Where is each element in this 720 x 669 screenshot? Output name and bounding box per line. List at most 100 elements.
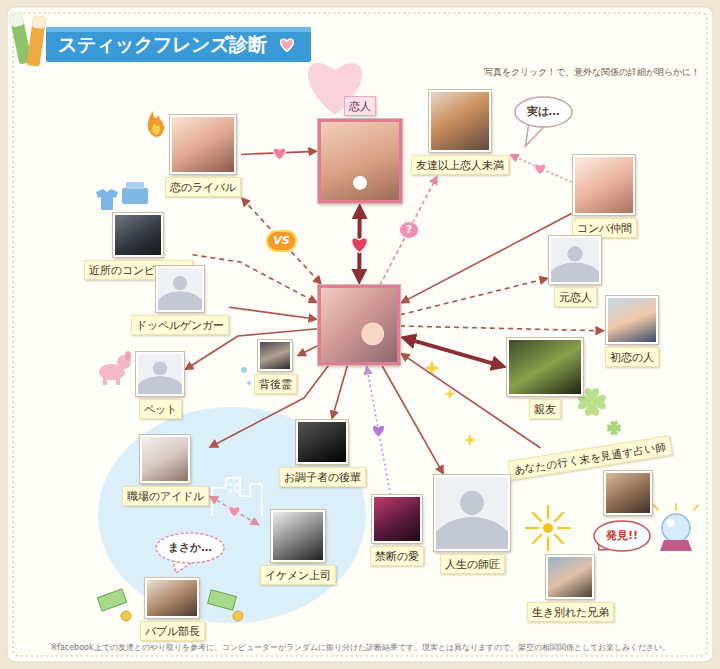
name-tag: 恋のライバル bbox=[165, 177, 241, 197]
stick-cap bbox=[32, 15, 47, 29]
orange-stick bbox=[26, 15, 46, 66]
photo-node: 職場のアイドル bbox=[122, 435, 209, 506]
drop-icon bbox=[241, 367, 247, 373]
photo-node: 親友 bbox=[507, 338, 583, 419]
bubble-body bbox=[594, 521, 650, 551]
photo-node: 友達以上恋人未満 bbox=[411, 90, 509, 175]
window bbox=[235, 490, 238, 493]
photo-node: 禁断の愛 bbox=[370, 495, 424, 566]
note-text: 写真をクリック！で、意外な関係の詳細が明らかに！ bbox=[484, 66, 700, 78]
photo-node: 人生の師匠 bbox=[434, 475, 510, 574]
paper-panel bbox=[7, 7, 713, 662]
photo bbox=[271, 510, 325, 562]
name-tag: 初恋の人 bbox=[605, 347, 659, 367]
name-tag: 背後霊 bbox=[254, 374, 297, 394]
dog-icon bbox=[99, 351, 131, 385]
connector bbox=[400, 279, 547, 315]
clover-leaf bbox=[578, 395, 592, 409]
photo-node: コンパ仲間 bbox=[572, 155, 637, 238]
bill bbox=[97, 589, 126, 611]
connector bbox=[402, 214, 571, 303]
connector bbox=[193, 255, 316, 302]
photo-node: 背後霊 bbox=[254, 340, 297, 394]
drop-icon bbox=[247, 381, 251, 385]
name-tag: ドッペルゲンガー bbox=[131, 315, 229, 335]
photo-node: ドッペルゲンガー bbox=[131, 266, 229, 335]
window bbox=[229, 490, 232, 493]
photo bbox=[156, 266, 204, 312]
dog-ear bbox=[125, 351, 131, 361]
photo-node: 元恋人 bbox=[549, 236, 601, 307]
window bbox=[235, 483, 238, 486]
photo-node: お調子者の後輩 bbox=[279, 420, 366, 487]
photo bbox=[318, 285, 400, 365]
photo bbox=[170, 115, 236, 174]
connector bbox=[400, 326, 603, 331]
title-banner bbox=[46, 27, 311, 62]
name-tag: イケメン上司 bbox=[260, 565, 336, 585]
heart-icon bbox=[281, 39, 294, 51]
photo-node: あなたの行く末を見通す占い師 bbox=[508, 448, 672, 515]
photo-node: バブル部長 bbox=[140, 578, 205, 641]
name-tag: 生き別れた兄弟 bbox=[527, 602, 614, 622]
caption-text: ※facebook上での友達とのやり取りを参考に、コンピューターがランダムに振り… bbox=[15, 643, 705, 653]
bubble-body bbox=[515, 97, 572, 127]
office-circle bbox=[98, 407, 366, 623]
dog-leg bbox=[103, 377, 107, 385]
dog-leg bbox=[116, 377, 120, 385]
photo bbox=[549, 236, 601, 284]
shirt-icon bbox=[96, 189, 118, 210]
photo-node bbox=[318, 285, 400, 365]
photo-node: 生き別れた兄弟 bbox=[527, 555, 614, 622]
bubble-text: まさか… bbox=[168, 541, 212, 555]
photo bbox=[429, 90, 491, 152]
connector bbox=[382, 365, 443, 473]
edge-label: VS bbox=[266, 230, 296, 252]
sparkle bbox=[464, 434, 477, 447]
coin bbox=[121, 611, 131, 621]
heart-icon bbox=[273, 148, 285, 160]
window bbox=[229, 483, 232, 486]
sun-rays bbox=[526, 506, 570, 550]
photo bbox=[604, 471, 652, 515]
photo bbox=[140, 435, 190, 483]
connector bbox=[406, 338, 501, 365]
name-tag: ペット bbox=[139, 399, 182, 419]
name-tag: 友達以上恋人未満 bbox=[411, 155, 509, 175]
photo bbox=[372, 495, 422, 543]
speech-bubble: 発見!! bbox=[593, 520, 651, 552]
photo bbox=[546, 555, 594, 599]
crystal-ball bbox=[654, 504, 698, 551]
banner-stripe bbox=[46, 27, 311, 32]
bubble-text: 発見!! bbox=[606, 529, 638, 543]
name-tag: コンパ仲間 bbox=[572, 218, 637, 238]
heart-icon bbox=[372, 425, 384, 437]
photo bbox=[434, 475, 510, 551]
ball-shine bbox=[667, 519, 675, 527]
heart-icon bbox=[535, 164, 546, 174]
bubble-text: 実は… bbox=[527, 105, 560, 119]
connector bbox=[242, 199, 320, 283]
photo bbox=[258, 340, 292, 371]
photo bbox=[606, 296, 658, 344]
name-tag: お調子者の後輩 bbox=[279, 467, 366, 487]
photo-node: 初恋の人 bbox=[605, 296, 659, 367]
bubble-tail bbox=[525, 125, 543, 146]
connector bbox=[332, 365, 347, 418]
bubble-body bbox=[156, 533, 224, 563]
buildings bbox=[212, 478, 262, 516]
bill bbox=[208, 590, 237, 610]
fire-core bbox=[152, 123, 160, 135]
clover-leaf bbox=[607, 424, 614, 431]
ball bbox=[662, 514, 690, 542]
connector bbox=[299, 346, 318, 356]
dotted-frame bbox=[13, 13, 707, 656]
name-tag: 禁断の愛 bbox=[370, 546, 424, 566]
connector bbox=[211, 497, 258, 524]
stick-icon bbox=[9, 11, 47, 67]
edge-label: ? bbox=[399, 221, 419, 239]
register-body bbox=[122, 188, 148, 204]
photo bbox=[145, 578, 199, 618]
